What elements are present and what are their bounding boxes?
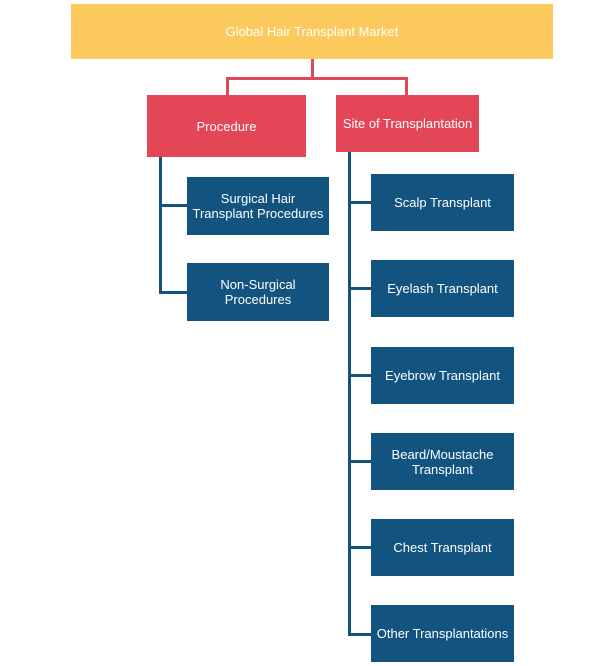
node-scalp-transplant: Scalp Transplant bbox=[371, 174, 514, 231]
connector-to-site bbox=[405, 77, 408, 95]
category-label: Site of Transplantation bbox=[342, 116, 473, 131]
connector-site-child-4 bbox=[348, 460, 371, 463]
connector-site-spine bbox=[348, 152, 351, 636]
connector-site-child-3 bbox=[348, 374, 371, 377]
connector-site-child-2 bbox=[348, 287, 371, 290]
node-non-surgical-procedures: Non-Surgical Procedures bbox=[187, 263, 329, 321]
node-other-transplantations: Other Transplantations bbox=[371, 605, 514, 662]
node-label: Non-Surgical Procedures bbox=[220, 277, 296, 307]
category-site-of-transplantation: Site of Transplantation bbox=[336, 95, 479, 152]
node-label: Surgical Hair Transplant Procedures bbox=[192, 191, 324, 221]
connector-procedure-child-1 bbox=[159, 204, 187, 207]
node-label: Chest Transplant bbox=[393, 540, 492, 555]
connector-procedure-spine bbox=[159, 157, 162, 294]
node-label: Eyelash Transplant bbox=[387, 281, 498, 296]
connector-to-procedure bbox=[226, 77, 229, 95]
node-surgical-hair-transplant-procedures: Surgical Hair Transplant Procedures bbox=[187, 177, 329, 235]
root-node: Global Hair Transplant Market bbox=[71, 4, 553, 59]
connector-root-stem bbox=[311, 59, 314, 79]
connector-procedure-child-2 bbox=[159, 291, 187, 294]
node-label: Eyebrow Transplant bbox=[385, 368, 500, 383]
node-eyelash-transplant: Eyelash Transplant bbox=[371, 260, 514, 317]
node-label: Other Transplantations bbox=[376, 626, 509, 641]
connector-site-child-6 bbox=[348, 633, 371, 636]
connector-site-child-1 bbox=[348, 201, 371, 204]
connector-site-child-5 bbox=[348, 546, 371, 549]
node-beard-moustache-transplant: Beard/Moustache Transplant bbox=[371, 433, 514, 490]
node-eyebrow-transplant: Eyebrow Transplant bbox=[371, 347, 514, 404]
node-label: Beard/Moustache Transplant bbox=[391, 446, 494, 477]
node-label: Scalp Transplant bbox=[394, 195, 491, 210]
category-label: Procedure bbox=[196, 118, 257, 134]
category-procedure: Procedure bbox=[147, 95, 306, 157]
node-chest-transplant: Chest Transplant bbox=[371, 519, 514, 576]
connector-root-bar bbox=[226, 77, 408, 80]
root-label: Global Hair Transplant Market bbox=[225, 24, 399, 39]
